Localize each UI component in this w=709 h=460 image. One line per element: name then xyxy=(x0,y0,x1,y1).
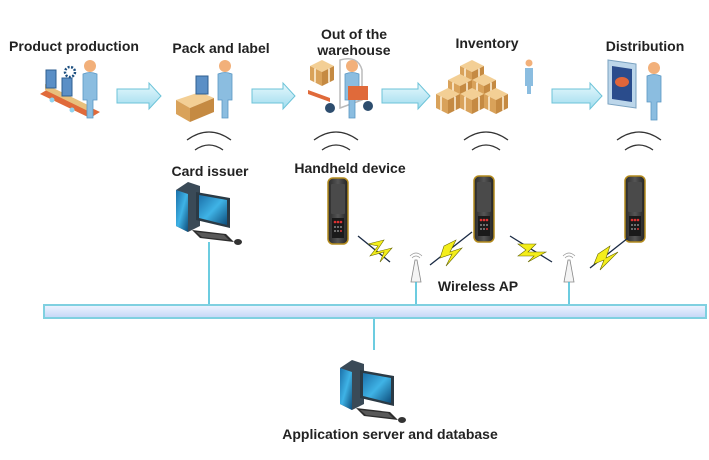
handheld-device-icon xyxy=(624,175,646,243)
wireless-ap-icon xyxy=(409,252,423,283)
signal-waves-icon xyxy=(186,131,232,151)
step-label-out-of-warehouse: Out of the warehouse xyxy=(317,26,391,58)
signal-waves-icon xyxy=(313,131,359,151)
presentation-worker-icon xyxy=(607,59,662,121)
wireless-ap-icon xyxy=(562,252,576,283)
handheld-device-icon xyxy=(473,175,495,243)
wireless-ap-label: Wireless AP xyxy=(437,278,519,294)
forklift-icon xyxy=(308,58,373,119)
step-label-distribution: Distribution xyxy=(605,38,685,54)
process-arrow xyxy=(251,81,296,111)
signal-waves-icon xyxy=(463,131,509,151)
process-arrow xyxy=(551,81,603,111)
conveyor-worker-icon xyxy=(40,59,100,119)
boxes-stack-icon xyxy=(435,59,533,115)
process-arrow xyxy=(381,81,431,111)
handheld-device-label: Handheld device xyxy=(294,160,406,176)
process-arrow xyxy=(116,81,162,111)
step-label-inventory: Inventory xyxy=(455,35,519,51)
signal-waves-icon xyxy=(616,131,662,151)
server-label: Application server and database xyxy=(282,426,498,442)
handheld-device-icon xyxy=(327,177,349,245)
wireless-link-icon xyxy=(509,235,553,263)
step-label-pack-and-label: Pack and label xyxy=(172,40,270,56)
packing-worker-icon xyxy=(176,59,233,122)
wireless-link-icon xyxy=(357,235,393,263)
network-bus xyxy=(43,304,707,319)
card-issuer-computer-icon xyxy=(176,182,242,245)
step-label-product-production: Product production xyxy=(9,38,139,54)
wireless-link-icon xyxy=(429,231,473,267)
card-issuer-label: Card issuer xyxy=(171,163,249,179)
wireless-link-icon xyxy=(589,237,629,271)
server-computer-icon xyxy=(340,360,406,423)
